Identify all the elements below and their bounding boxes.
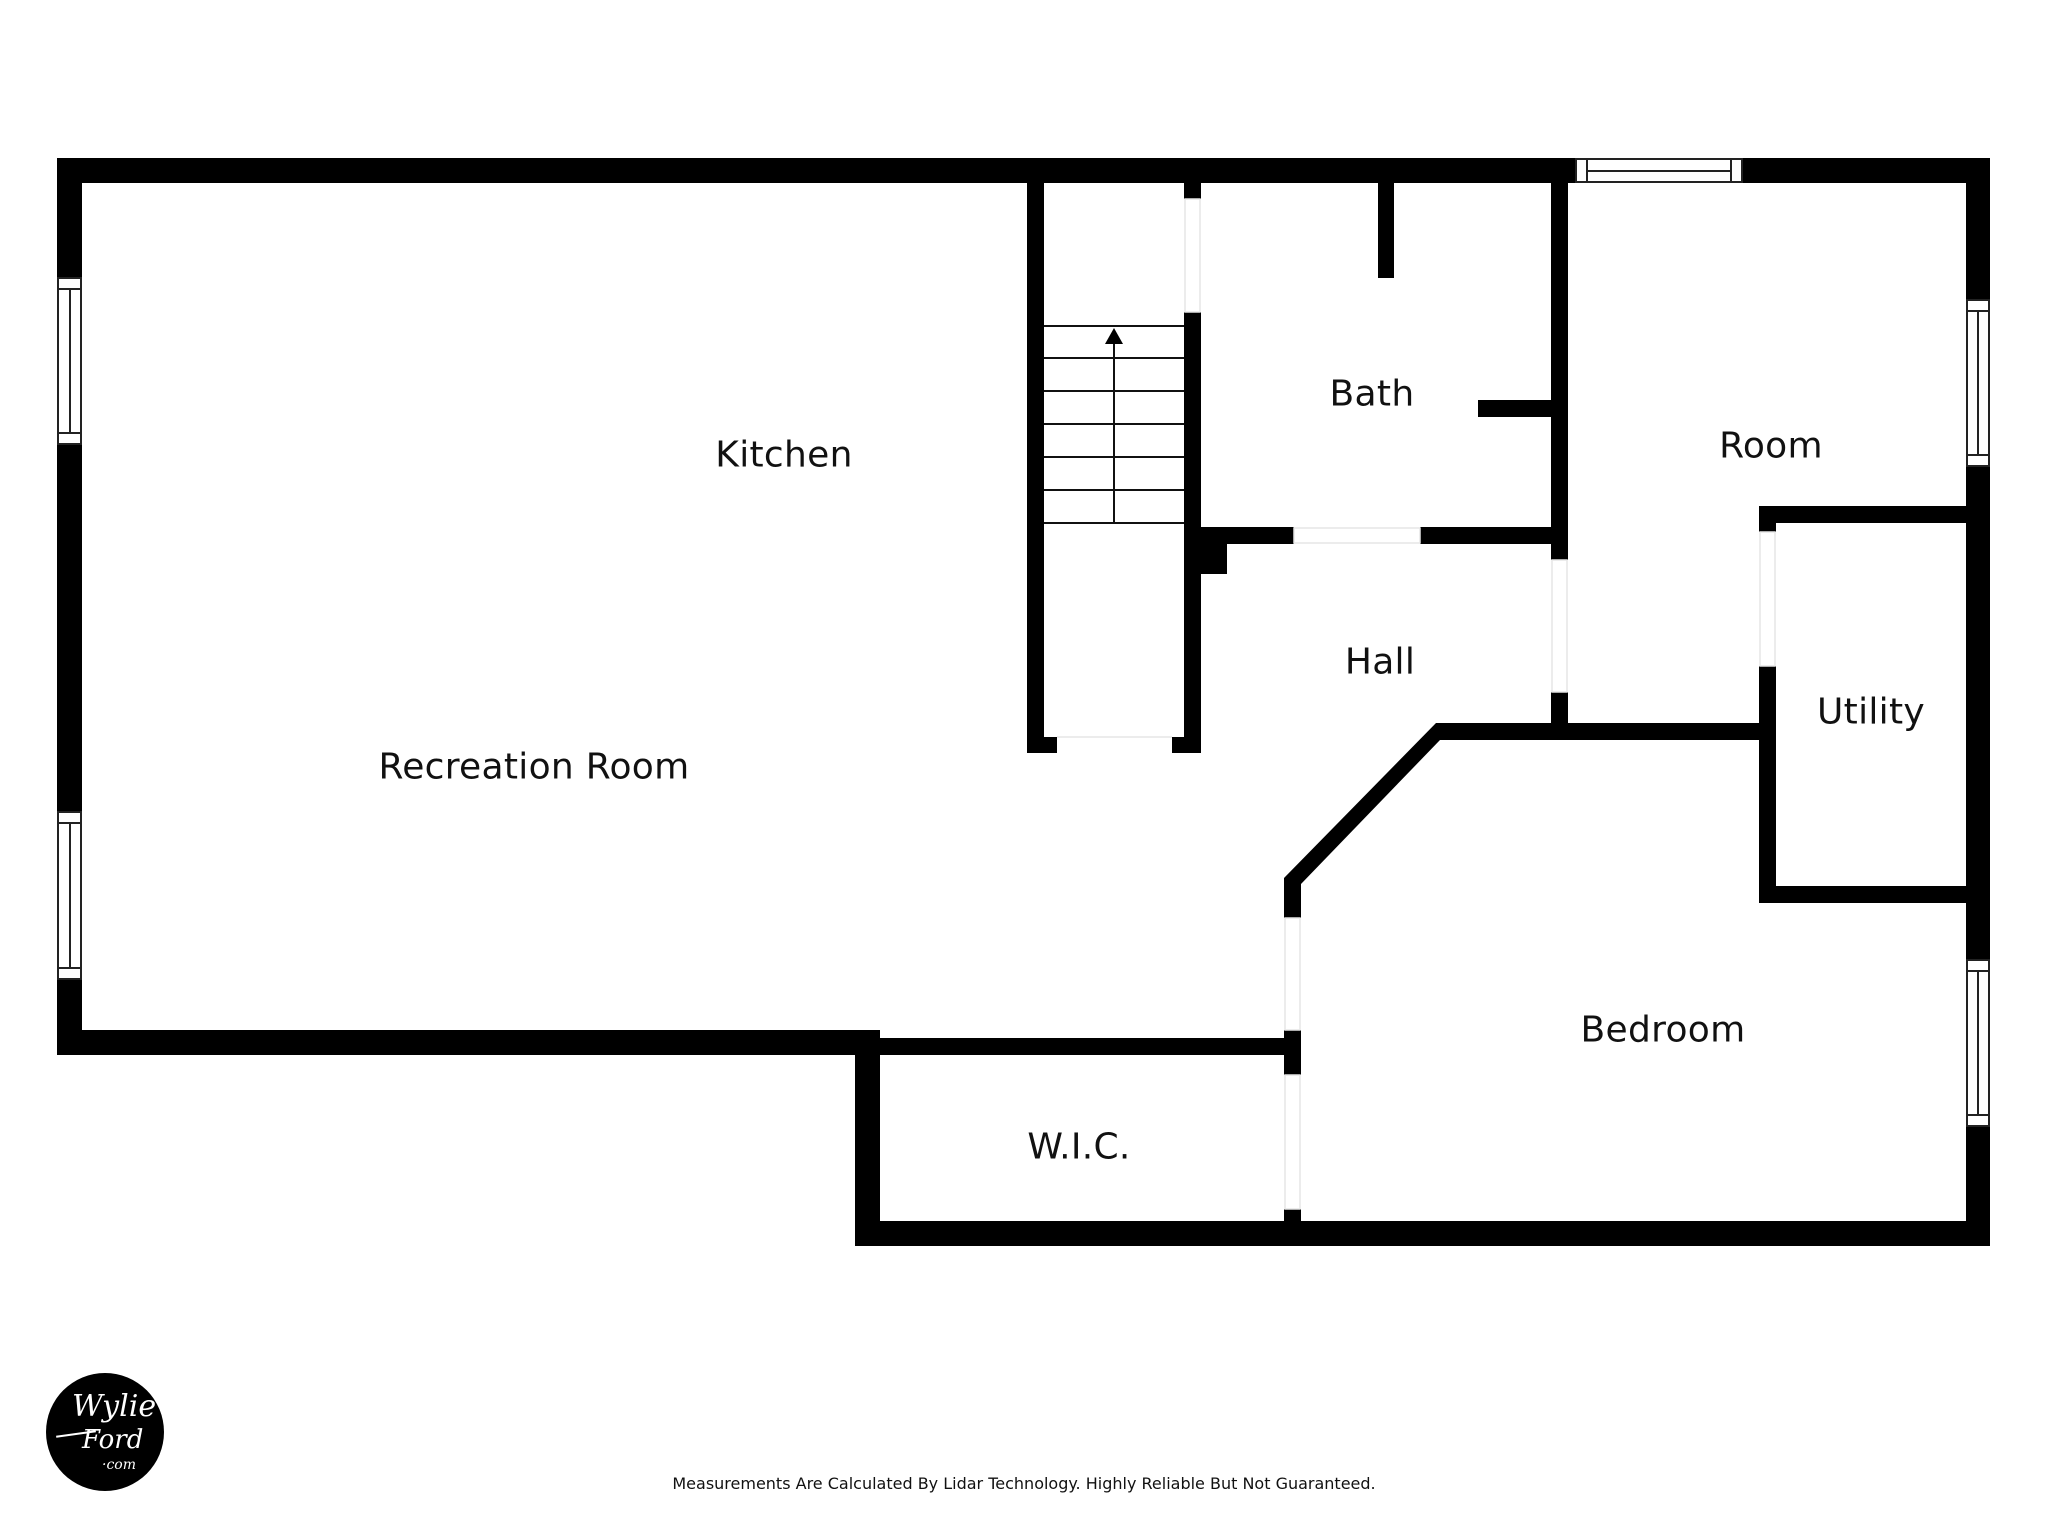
brand-logo: Wylie Ford ·com <box>46 1373 164 1491</box>
room-label-room: Room <box>1719 425 1823 467</box>
door-openings <box>1057 198 1776 1210</box>
room-label-utility: Utility <box>1817 691 1925 733</box>
room-label-bath: Bath <box>1329 373 1415 415</box>
room-label-recreation-room: Recreation Room <box>378 746 690 788</box>
logo-text-line2: Ford <box>82 1425 144 1455</box>
room-label-hall: Hall <box>1344 641 1416 683</box>
room-label-kitchen: Kitchen <box>715 434 853 476</box>
room-label-bedroom: Bedroom <box>1580 1009 1746 1051</box>
walls <box>57 158 1990 1246</box>
windows <box>57 158 1990 1127</box>
stair-up-arrow-icon <box>1105 328 1123 344</box>
logo-text-line1: Wylie <box>72 1389 157 1424</box>
logo-text-line3: ·com <box>102 1457 136 1473</box>
staircase <box>1044 325 1184 524</box>
room-label-wic: W.I.C. <box>1027 1126 1131 1168</box>
measurement-disclaimer: Measurements Are Calculated By Lidar Tec… <box>672 1474 1376 1493</box>
